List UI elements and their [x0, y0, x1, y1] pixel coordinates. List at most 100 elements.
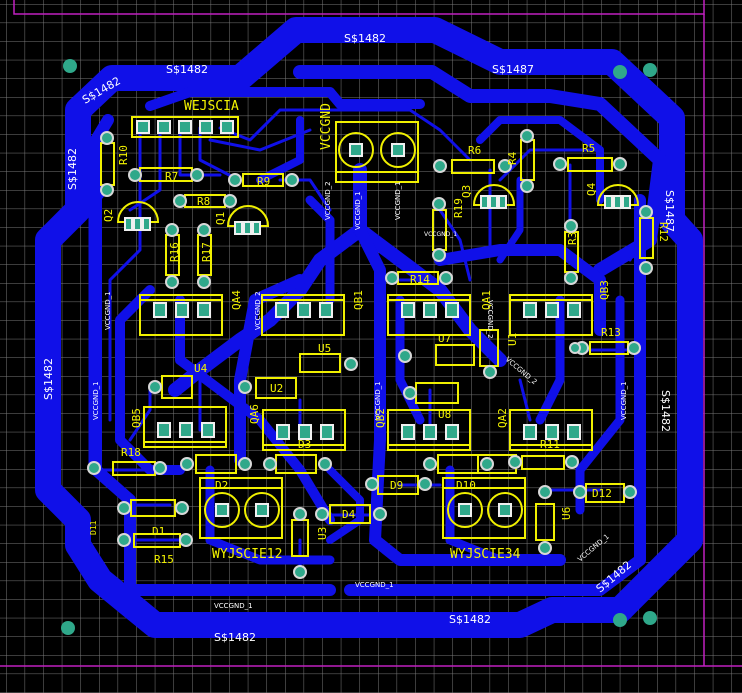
diode-d-left — [195, 454, 237, 474]
transistor-q4 — [596, 184, 640, 206]
part-u2 — [255, 377, 297, 399]
diode-d4 — [329, 504, 371, 524]
pads — [124, 120, 631, 517]
label-q4: Q4 — [585, 182, 598, 196]
label-wyjscie12: WYJSCIE12 — [212, 547, 282, 562]
net-label-vccgnd1: VCCGND_1 — [354, 191, 362, 230]
label-r17: R17 — [200, 242, 213, 262]
transistor-qb1 — [261, 294, 345, 336]
label-r19: R19 — [452, 198, 465, 218]
transistor-qb3 — [509, 294, 593, 336]
label-r14: R14 — [410, 273, 430, 286]
label-u3: U3 — [316, 527, 329, 540]
transistor-qa4 — [139, 294, 223, 336]
label-r11: R11 — [540, 438, 560, 451]
label-r16: R16 — [168, 242, 181, 262]
net-label-s1482: S$1482 — [66, 148, 79, 190]
net-label-s1482: S$1482 — [344, 32, 386, 45]
label-qb5: QB5 — [130, 408, 143, 428]
label-q1: Q1 — [214, 212, 227, 225]
transistor-qb2 — [387, 409, 471, 451]
net-label-s1487: S$1487 — [663, 190, 676, 232]
part-u6 — [535, 503, 555, 541]
label-r8: R8 — [197, 195, 210, 208]
label-u5: U5 — [318, 342, 331, 355]
mounting-holes — [61, 59, 657, 635]
mounting-hole — [61, 621, 75, 635]
connector-wejscia — [131, 116, 239, 138]
label-qb2: QB2 — [374, 408, 387, 428]
label-u1: U1 — [506, 333, 519, 346]
net-label-s1482: S$1482 — [659, 390, 672, 432]
label-qa1: QA1 — [480, 290, 493, 310]
label-d10: D10 — [456, 479, 476, 492]
net-label-vccgnd1: VCCGND_1 — [620, 381, 628, 420]
mounting-hole — [613, 65, 627, 79]
net-label-vccgnd1: VCCGND_1 — [374, 381, 382, 420]
net-label-vccgnd1: VCCGND_1 — [214, 602, 253, 610]
net-label-s1482: S$1482 — [449, 613, 491, 626]
connector-vccgnd — [335, 121, 419, 183]
mounting-hole — [643, 611, 657, 625]
part-u7 — [435, 344, 475, 366]
label-d12: D12 — [592, 487, 612, 500]
resistor-r9 — [242, 173, 284, 187]
label-r5: R5 — [582, 142, 595, 155]
label-r3: R3 — [566, 232, 579, 245]
component-labels: WEJSCIA VCCGND WYJSCIE12 WYJSCIE34 R10 R… — [89, 99, 670, 566]
transistor-q3 — [472, 184, 516, 206]
transistor-qa2 — [509, 409, 593, 451]
transistor-qa1 — [387, 294, 471, 336]
mounting-hole — [613, 613, 627, 627]
label-qa4: QA4 — [230, 290, 243, 310]
connector-wyjscie34 — [442, 477, 526, 539]
label-r12: R12 — [657, 222, 670, 242]
label-r6: R6 — [468, 144, 481, 157]
label-qb3: QB3 — [598, 280, 611, 300]
label-d1: D1 — [152, 525, 165, 538]
transistor-qb5 — [143, 406, 227, 448]
resistor-r5 — [567, 157, 613, 172]
net-label-vccgnd2: VCCGND_2 — [254, 291, 262, 330]
copper-traces — [35, 17, 703, 638]
mounting-hole — [63, 59, 77, 73]
resistor-r11 — [521, 455, 565, 470]
resistor-r6 — [451, 159, 495, 174]
label-d9: D9 — [390, 479, 403, 492]
label-u2: U2 — [270, 382, 283, 395]
label-d2: D2 — [215, 479, 228, 492]
label-d11: D11 — [89, 520, 98, 535]
label-q2: Q2 — [102, 209, 115, 222]
label-r7: R7 — [165, 170, 178, 183]
label-r15: R15 — [154, 553, 174, 566]
label-r13: R13 — [601, 326, 621, 339]
net-label-vccgnd1: VCCGND_1 — [355, 581, 394, 589]
transistor-q2 — [116, 201, 160, 223]
round-pads — [87, 129, 653, 579]
net-label-vccgnd2: VCCGND_2 — [486, 300, 494, 339]
silkscreen — [100, 116, 654, 557]
label-q3: Q3 — [460, 185, 473, 198]
net-label-vccgnd2: VCCGND_2 — [324, 181, 332, 220]
net-label-vccgnd1: VCCGND_1 — [424, 231, 457, 238]
label-d3: D3 — [298, 438, 311, 451]
net-label-s1487: S$1487 — [492, 63, 534, 76]
label-wyjscie34: WYJSCIE34 — [450, 547, 521, 562]
label-d4: D4 — [342, 508, 356, 521]
net-label-vccgnd1: VCCGND_1 — [104, 291, 112, 330]
label-vccgnd: VCCGND — [319, 103, 334, 150]
label-u7: U7 — [438, 332, 451, 345]
label-u8: U8 — [438, 408, 451, 421]
label-r18: R18 — [121, 446, 141, 459]
transistor-q1 — [226, 205, 270, 227]
label-u6: U6 — [560, 507, 573, 520]
board-outline-top — [13, 0, 705, 15]
label-r9: R9 — [257, 175, 270, 188]
net-label-s1482: S$1482 — [166, 63, 208, 76]
label-r10: R10 — [117, 145, 130, 165]
transistor-qa6 — [262, 409, 346, 451]
mounting-hole — [643, 63, 657, 77]
label-wejscia: WEJSCIA — [184, 99, 239, 114]
label-qb1: QB1 — [352, 290, 365, 310]
